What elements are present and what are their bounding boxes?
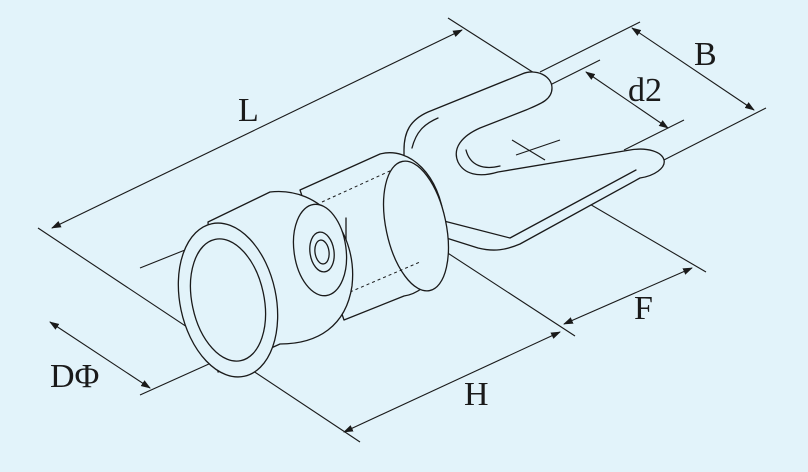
extension-line-d2-bottom	[623, 119, 685, 151]
label-L: L	[238, 92, 259, 129]
fork-lower-edge	[439, 169, 637, 239]
dimension-line-B	[631, 27, 755, 111]
fork-outline	[403, 71, 665, 251]
sleeve-end-ring	[382, 160, 450, 292]
label-B: B	[694, 36, 717, 73]
extension-line-h-right	[439, 247, 576, 337]
extension-line-top	[447, 17, 543, 79]
label-D-phi: DΦ	[50, 358, 100, 395]
spade-fork	[403, 71, 665, 251]
center-mark-cross	[511, 139, 546, 161]
dimension-line-H	[343, 331, 561, 433]
extension-line-b-bottom	[659, 107, 767, 163]
front-face	[177, 222, 279, 378]
extension-line-diameter-top	[139, 247, 191, 269]
fork-inner-edge	[411, 117, 439, 149]
extension-line-b-top	[539, 21, 641, 73]
label-H: H	[464, 376, 489, 413]
collar-back-face	[292, 203, 348, 297]
label-d2: d2	[628, 72, 662, 109]
label-F: F	[634, 290, 653, 327]
wire-entry-outer	[309, 231, 335, 273]
dimension-line-D	[49, 321, 151, 389]
front-face-inner	[189, 238, 267, 362]
wire-entry-inner	[314, 239, 330, 265]
dimension-lines	[49, 27, 755, 433]
fork-slot-edge	[465, 149, 501, 169]
hidden-line-top	[321, 169, 393, 203]
center-mark	[515, 139, 561, 156]
dimension-line-d2	[585, 71, 669, 129]
hidden-line-bottom	[349, 261, 421, 293]
dimension-line-F	[563, 267, 693, 325]
dimension-line-L	[51, 29, 463, 229]
front-face-outer	[177, 222, 279, 378]
